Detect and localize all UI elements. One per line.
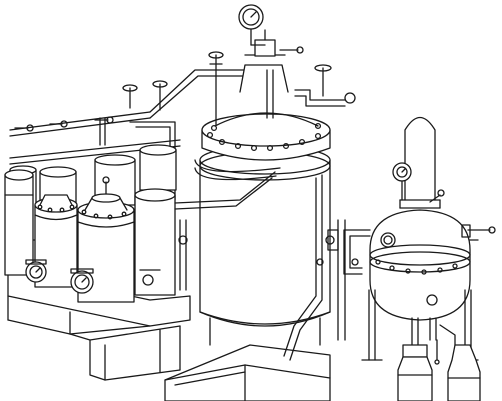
tank-lid [202,113,330,160]
pressure-gauge-icon [239,5,265,45]
filter-cylinder-1 [5,170,33,275]
valve-wheel-icon [15,125,33,131]
vessel-outlets [403,295,455,357]
floor-box [165,345,330,401]
left-row-valves [15,81,167,285]
pressure-gauge-bench-1 [26,260,46,282]
valve-wheel-icon [140,270,160,285]
valve-wheel-icon [123,85,137,108]
valve-wheel-icon [153,81,167,110]
spherical-vessel [370,210,470,320]
filter-cylinder-4 [135,189,175,295]
drip-fittings [435,340,439,364]
pressure-gauge-bench-2 [71,269,93,293]
valve-wheel-icon [209,52,223,125]
bottle-right [448,345,480,401]
bolt-ring-3 [82,210,126,219]
lid-bolts [208,124,321,151]
top-gauge-assembly [240,30,288,92]
tank-drain-pipe [284,175,345,360]
valve-wheel-icon [95,117,113,123]
valve-wheel-icon [462,225,495,237]
valve-wheel-icon [430,190,444,202]
vessel-bolts [376,260,457,274]
ring-pipe [175,160,280,209]
pressure-gauge-icon [393,163,411,200]
vessel-valves [344,190,495,274]
valve-wheel-icon [50,121,67,127]
valve-wheel-icon [315,65,331,96]
vessel-dome-cylinder [400,118,440,209]
filter-domes [40,177,127,210]
top-valves [209,47,355,125]
bench-pipe [179,220,187,290]
bottle-left [398,357,432,401]
